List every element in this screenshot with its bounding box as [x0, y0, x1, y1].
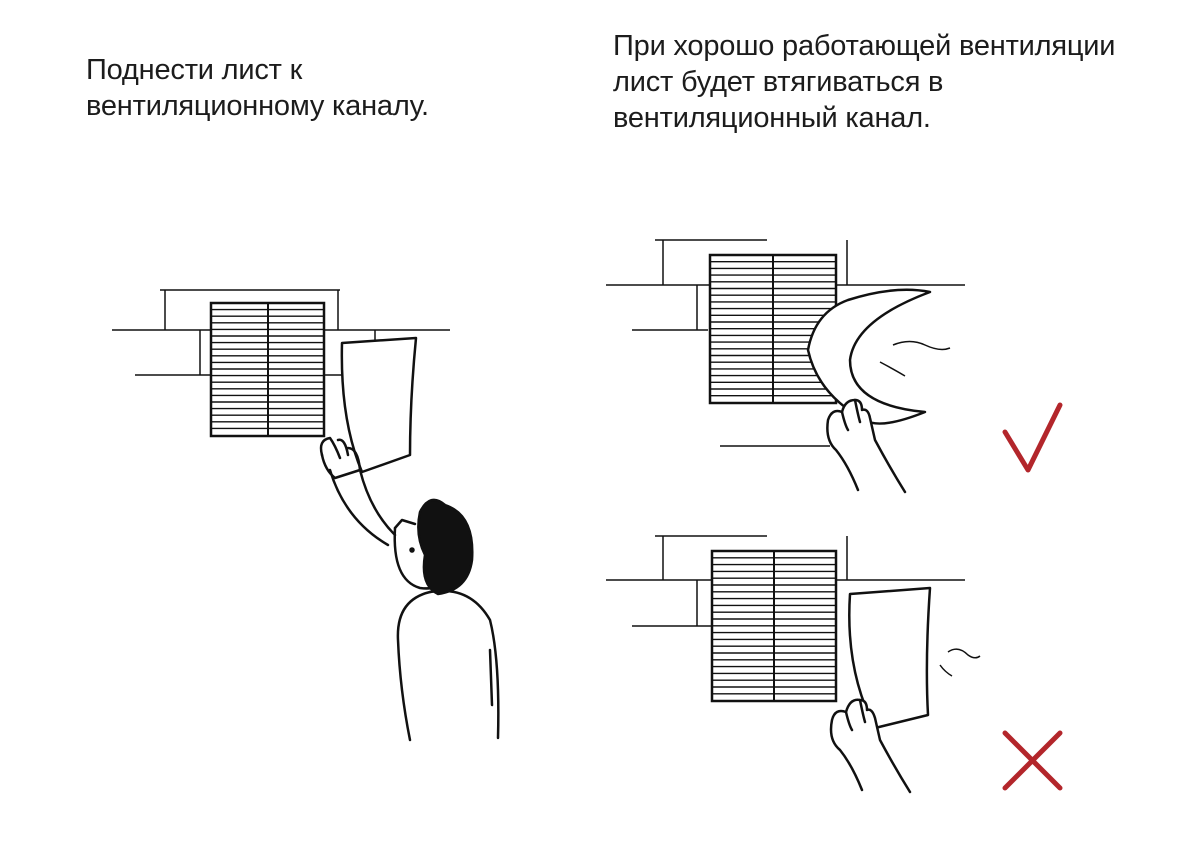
caption-left-line-1: Поднести лист к	[86, 54, 303, 86]
vent-grille-right-bottom	[710, 549, 838, 703]
caption-right-line-1: При хорошо работающей вентиляции	[613, 30, 1116, 62]
cross-mark-icon	[1002, 730, 1063, 791]
hand-bottom	[829, 698, 912, 794]
paper-sheet-still	[848, 586, 932, 730]
caption-right-line-3: вентиляционный канал.	[613, 102, 931, 134]
air-flow-lines-top	[879, 340, 951, 377]
vent-grille-left	[209, 301, 326, 438]
check-mark-icon	[1002, 402, 1063, 473]
caption-left: Поднести лист к вентиляционному каналу.	[86, 52, 429, 124]
paper-sheet-left	[340, 336, 418, 474]
air-flow-lines-bottom	[939, 648, 981, 677]
hand-top	[826, 398, 907, 494]
caption-right: При хорошо работающей вентиляции лист бу…	[613, 28, 1115, 136]
person	[319, 336, 500, 742]
paper-sheet-pulled	[806, 288, 932, 425]
caption-right-line-2: лист будет втягиваться в	[613, 66, 944, 98]
caption-left-line-2: вентиляционному каналу.	[86, 90, 429, 122]
